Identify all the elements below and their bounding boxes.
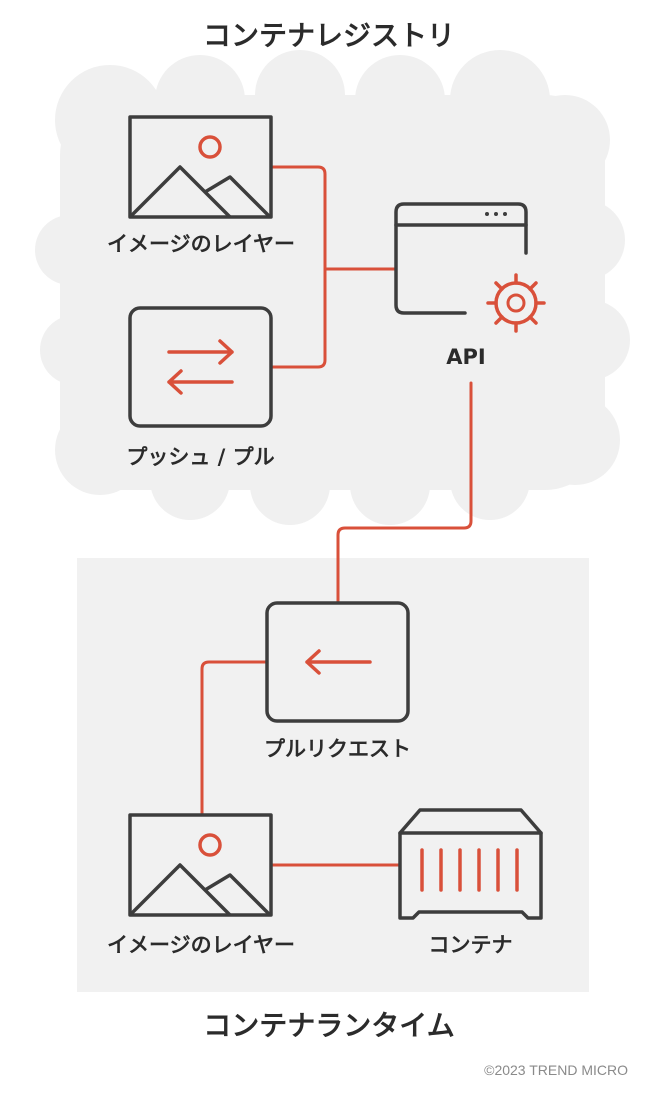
runtime-title: コンテナランタイム [203,1009,455,1042]
registry-title: コンテナレジストリ [202,19,455,52]
copyright: ©2023 TREND MICRO [484,1062,628,1078]
connector-image-to-api [270,165,327,369]
image-layer-icon-runtime [128,813,273,917]
image-layer-label-runtime: イメージのレイヤー [107,933,295,957]
pull-request-icon [265,601,410,723]
connector-api-to-pull [336,381,473,604]
push-pull-icon [128,306,273,428]
push-pull-label: プッシュ / プル [126,445,275,469]
registry-cloud [35,50,630,525]
runtime-panel [77,558,589,992]
pull-request-label: プルリクエスト [264,737,411,761]
image-layer-icon [128,115,273,219]
container-icon [398,808,543,920]
connector-pull-to-image [200,660,269,817]
image-layer-label: イメージのレイヤー [107,232,295,256]
container-label: コンテナ [428,933,513,957]
api-label: API [446,345,486,369]
api-icon [394,202,546,333]
gear-icon [486,273,546,333]
